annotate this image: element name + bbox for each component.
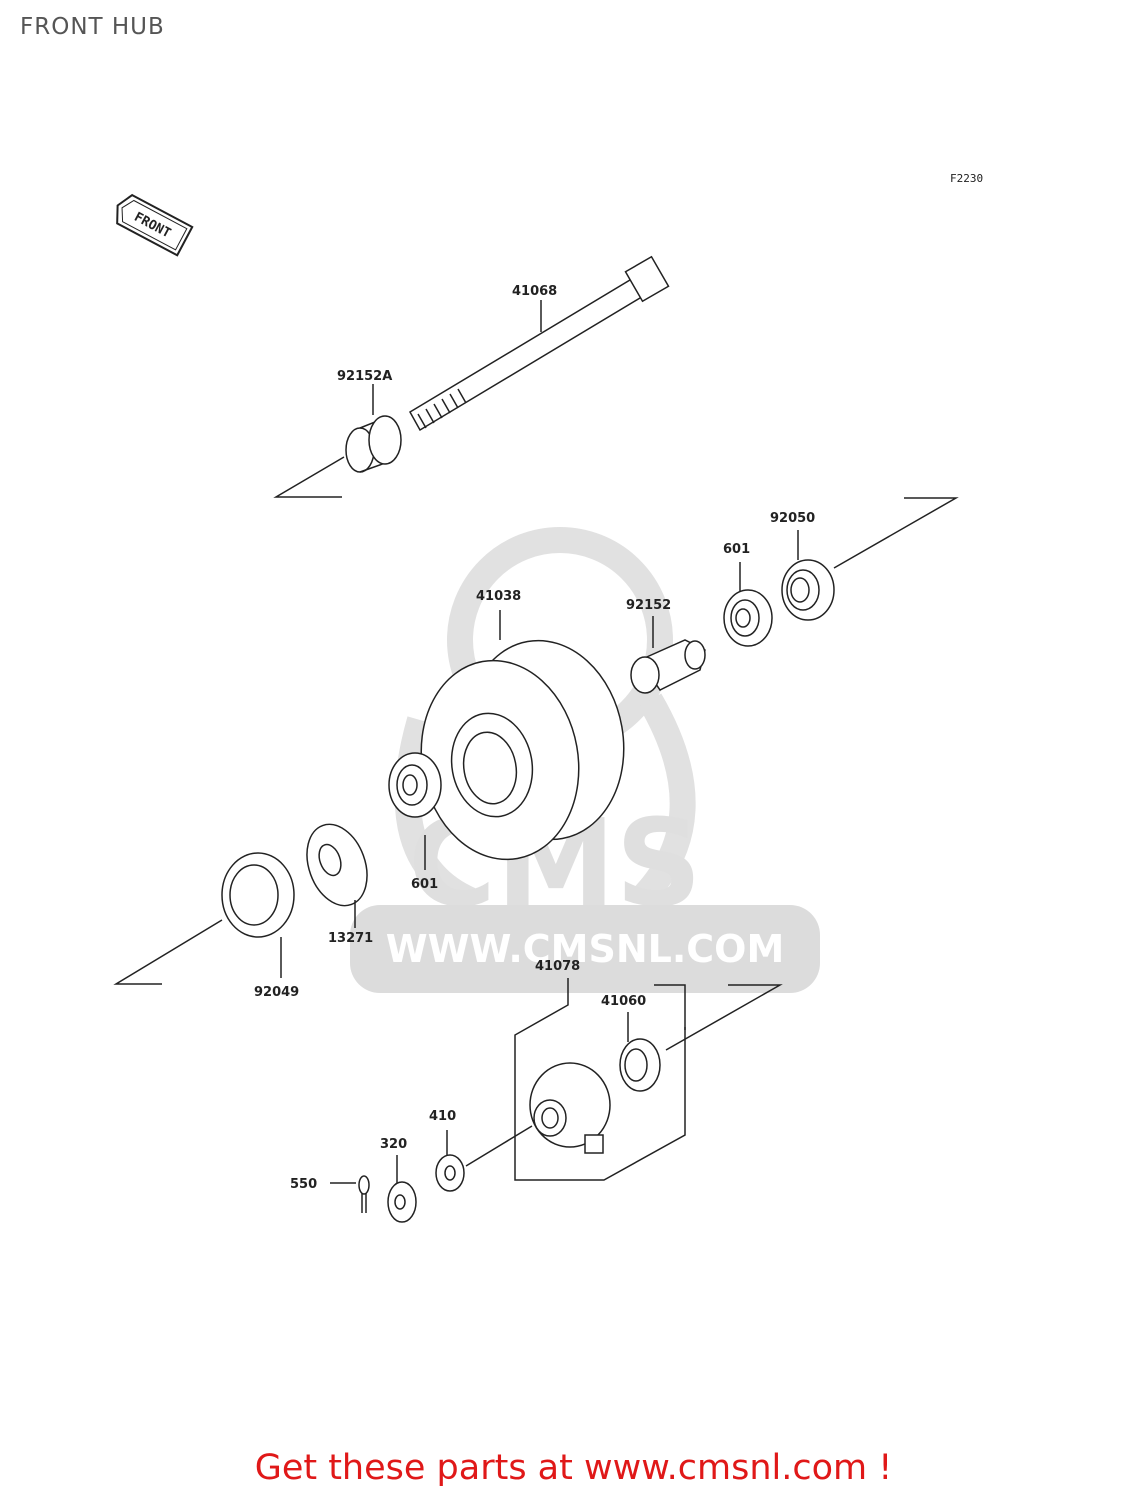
part-labels: 41068 92152A 92050 601 92152 41038 601 1… xyxy=(254,284,815,1192)
part-label[interactable]: 550 xyxy=(290,1177,317,1192)
axle-41068 xyxy=(408,255,670,432)
part-label[interactable]: 41038 xyxy=(476,589,521,604)
part-label[interactable]: 92049 xyxy=(254,985,299,1000)
watermark: CMS WWW.CMSNL.COM xyxy=(350,527,820,993)
collar-92152 xyxy=(630,616,706,694)
front-direction-arrow: FRONT xyxy=(116,193,194,257)
speedometer-gear-assembly-41078 xyxy=(514,978,783,1181)
part-label[interactable]: 92152A xyxy=(337,369,392,384)
page-title: FRONT HUB xyxy=(20,14,165,40)
bearing-601-lower xyxy=(388,752,442,870)
part-label[interactable]: 410 xyxy=(429,1109,456,1124)
bearing-601-upper xyxy=(723,562,773,647)
washer-410 xyxy=(435,1125,533,1192)
parts-cta-link[interactable]: Get these parts at www.cmsnl.com ! xyxy=(254,1448,893,1488)
part-label[interactable]: 92050 xyxy=(770,511,815,526)
oil-seal-92049 xyxy=(113,852,295,985)
cotter-pin-550 xyxy=(330,1175,370,1213)
part-label[interactable]: 41068 xyxy=(512,284,557,299)
nut-320 xyxy=(387,1155,417,1223)
watermark-url-bg xyxy=(350,905,820,993)
part-label[interactable]: 320 xyxy=(380,1137,407,1152)
part-label[interactable]: 13271 xyxy=(328,931,373,946)
part-label[interactable]: 92152 xyxy=(626,598,671,613)
figure-code: F2230 xyxy=(950,172,984,185)
collar-92152a xyxy=(273,384,402,498)
part-label[interactable]: 601 xyxy=(723,542,750,557)
part-label[interactable]: 41078 xyxy=(535,959,580,974)
exploded-parts-diagram: CMS WWW.CMSNL.COM FRONT xyxy=(113,193,959,1223)
plate-13271 xyxy=(306,823,368,928)
oil-seal-92050 xyxy=(781,497,959,621)
part-label[interactable]: 41060 xyxy=(601,994,646,1009)
hub-41038 xyxy=(420,610,625,861)
part-label[interactable]: 601 xyxy=(411,877,438,892)
watermark-url: WWW.CMSNL.COM xyxy=(386,927,785,971)
